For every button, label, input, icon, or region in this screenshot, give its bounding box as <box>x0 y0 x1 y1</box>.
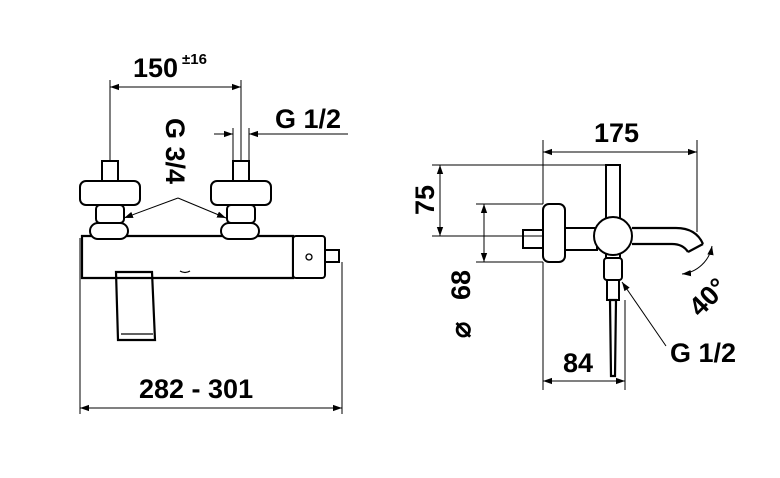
spout-depth-label: 84 <box>563 348 593 378</box>
inlet-thread-label: G 1/2 <box>275 104 341 134</box>
projection-label: 175 <box>594 118 639 148</box>
inlet-spacing-label: 150 <box>133 53 178 83</box>
mixer-body <box>80 234 295 280</box>
dim-projection: 175 <box>542 118 698 232</box>
thermostat-cap <box>292 235 340 279</box>
overall-width-label: 282 - 301 <box>139 374 253 404</box>
right-eccentric <box>210 160 272 240</box>
eccentric-thread-label: G 3/4 <box>160 118 190 184</box>
wall-to-body-label: 75 <box>410 185 440 215</box>
dim-rosette-diameter: 68 ⌀ <box>446 203 543 338</box>
swivel-angle-label: 40° <box>683 272 733 322</box>
front-view: 150 ±16 G 1/2 G 3/4 282 - 301 <box>79 51 348 414</box>
mixer-lever <box>114 270 157 342</box>
dim-overall-width: 282 - 301 <box>79 238 343 414</box>
dim-wall-to-body: 75 <box>410 164 606 237</box>
inlet-tolerance-label: ±16 <box>182 51 207 68</box>
spout <box>632 226 705 253</box>
dim-inlet-thread: G 1/2 <box>214 104 348 161</box>
dim-inlet-spacing: 150 ±16 <box>109 51 242 161</box>
body-disc <box>593 216 633 256</box>
outlet-thread-label: G 1/2 <box>670 338 736 368</box>
diameter-symbol: ⌀ <box>446 322 476 338</box>
dim-spout-depth: 84 <box>542 262 626 390</box>
left-eccentric <box>79 160 141 240</box>
hand-shower-outlet <box>603 257 623 378</box>
wall-connector <box>522 203 598 263</box>
dim-outlet-thread: G 1/2 <box>621 281 736 368</box>
dim-swivel-angle: 40° <box>681 245 733 322</box>
side-view: 175 75 68 ⌀ 84 G 1/2 <box>410 118 736 390</box>
rosette-diameter-label: 68 <box>446 270 476 300</box>
dim-eccentric-thread: G 3/4 <box>123 118 227 219</box>
